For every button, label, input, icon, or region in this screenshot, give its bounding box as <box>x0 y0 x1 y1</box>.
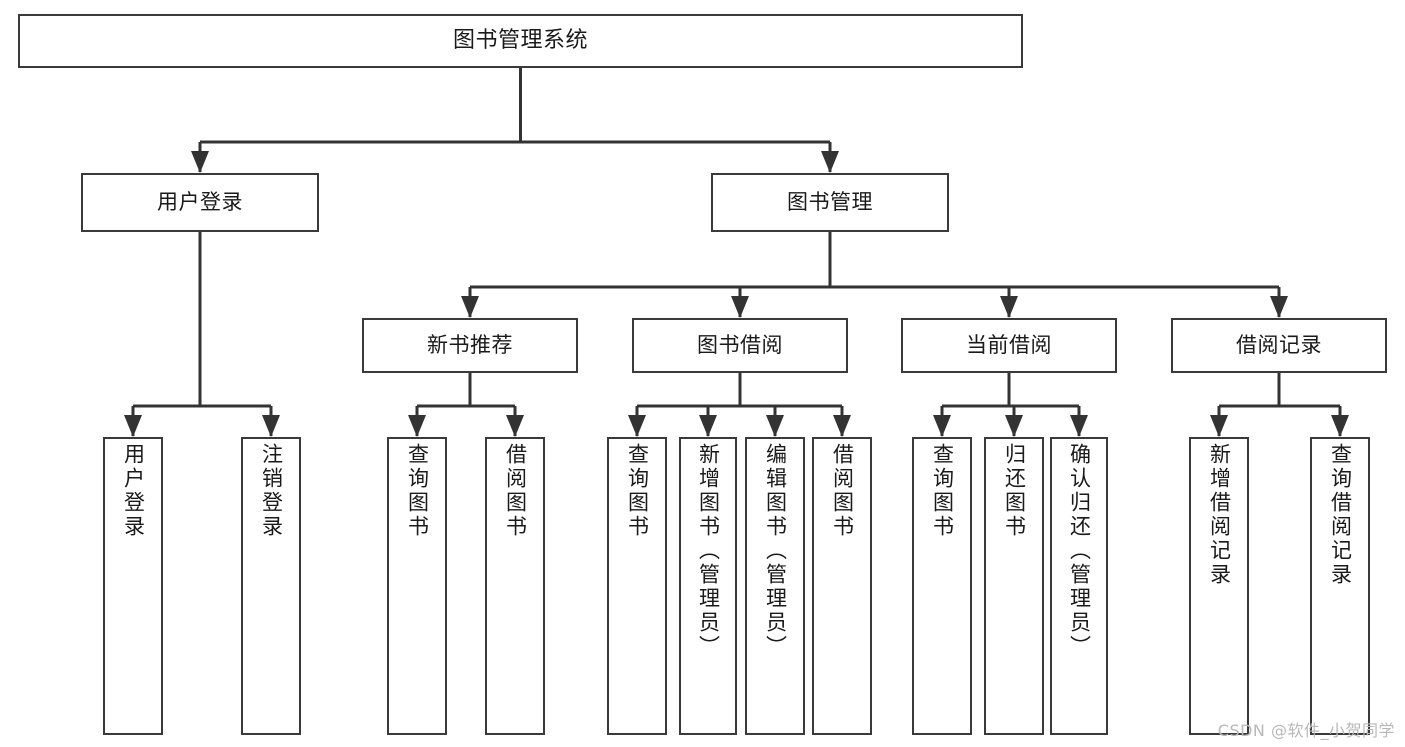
node-login[interactable]: 用户登录 <box>81 173 319 232</box>
node-label: 用户登录 <box>157 189 243 214</box>
node-label: 查询图书 <box>625 443 650 539</box>
node-label: 查询借阅记录 <box>1328 443 1353 587</box>
node-label: 借阅图书 <box>503 443 528 539</box>
node-label: 用户登录 <box>121 443 146 539</box>
watermark: CSDN @软件_小贺同学 <box>1217 721 1395 740</box>
node-l-returnbook[interactable]: 归还图书 <box>984 437 1044 735</box>
node-root[interactable]: 图书管理系统 <box>18 14 1023 68</box>
node-label: 当前借阅 <box>966 332 1052 357</box>
node-l-querybook3[interactable]: 查询图书 <box>912 437 972 735</box>
node-newbook[interactable]: 新书推荐 <box>362 318 578 373</box>
node-l-borrowbook1[interactable]: 借阅图书 <box>485 437 545 735</box>
node-l-editbook[interactable]: 编辑图书（管理员） <box>745 437 805 735</box>
node-records[interactable]: 借阅记录 <box>1171 318 1387 373</box>
node-l-addrecord[interactable]: 新增借阅记录 <box>1189 437 1249 735</box>
node-label: 借阅图书 <box>830 443 855 539</box>
node-label: 新增借阅记录 <box>1207 443 1232 587</box>
node-label: 图书管理 <box>787 189 873 214</box>
node-label: 确认归还（管理员） <box>1067 443 1092 659</box>
node-label: 图书管理系统 <box>452 27 588 53</box>
node-l-queryrecord[interactable]: 查询借阅记录 <box>1310 437 1370 735</box>
node-bookmgmt[interactable]: 图书管理 <box>711 173 949 232</box>
node-current[interactable]: 当前借阅 <box>901 318 1117 373</box>
node-borrow[interactable]: 图书借阅 <box>632 318 848 373</box>
node-l-confirm[interactable]: 确认归还（管理员） <box>1050 437 1108 735</box>
node-label: 新增图书（管理员） <box>696 443 721 659</box>
node-l-querybook1[interactable]: 查询图书 <box>387 437 447 735</box>
node-label: 编辑图书（管理员） <box>763 443 788 659</box>
node-label: 注销登录 <box>259 443 284 539</box>
node-l-userlogin[interactable]: 用户登录 <box>103 437 163 735</box>
node-label: 归还图书 <box>1002 443 1027 539</box>
node-label: 借阅记录 <box>1236 332 1322 357</box>
node-l-logout[interactable]: 注销登录 <box>241 437 301 735</box>
node-label: 查询图书 <box>405 443 430 539</box>
node-label: 查询图书 <box>930 443 955 539</box>
node-l-addbook[interactable]: 新增图书（管理员） <box>679 437 737 735</box>
node-l-querybook2[interactable]: 查询图书 <box>607 437 667 735</box>
node-label: 图书借阅 <box>697 332 783 357</box>
node-label: 新书推荐 <box>427 332 513 357</box>
node-l-borrowbook2[interactable]: 借阅图书 <box>812 437 872 735</box>
